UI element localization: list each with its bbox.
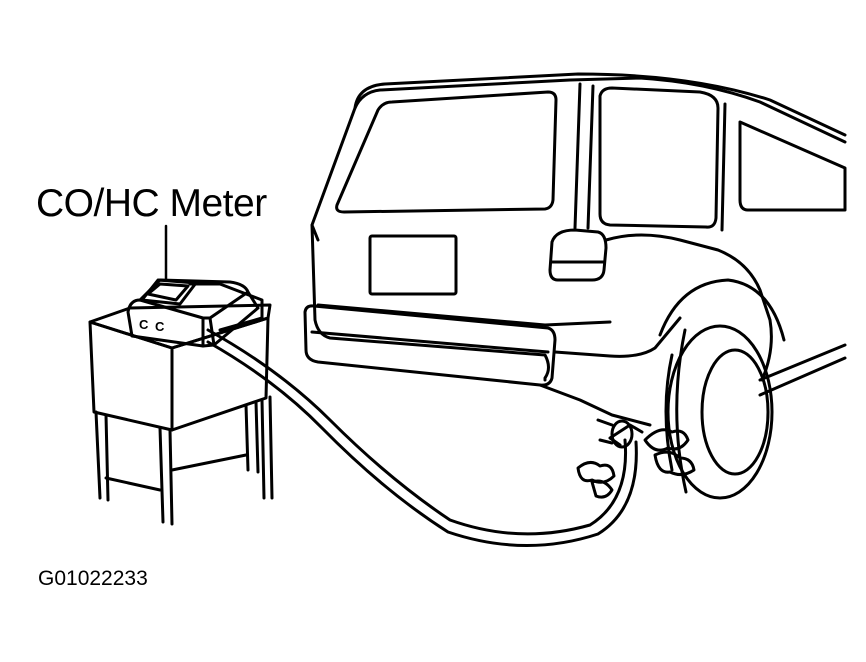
stand-side: [170, 316, 270, 432]
vehicle-roof: [353, 72, 847, 137]
tail-light: [548, 228, 608, 282]
rear-hatch-window-left: [335, 90, 558, 214]
sample-hose: [206, 328, 644, 548]
quarter-panel: [604, 233, 773, 382]
rear-bumper: [303, 304, 557, 387]
hose-inner: [206, 340, 638, 548]
hatch-lower-edge: [316, 303, 612, 327]
hose-probe: [608, 423, 644, 447]
stand-leg-front-right: [158, 426, 174, 526]
wheel-arch: [658, 278, 786, 342]
side-window: [738, 120, 847, 212]
figure-id: G01022233: [38, 567, 148, 590]
tailpipe-assembly: [576, 418, 696, 499]
stand-rails: [104, 453, 248, 492]
pillar-lines: [573, 82, 727, 232]
tailpipe: [610, 419, 634, 449]
stand-leg-back-mid: [260, 395, 274, 500]
vehicle: [303, 72, 847, 500]
bumper-crease: [310, 330, 550, 354]
underbody: [538, 383, 652, 427]
exhaust-puff-1: [643, 428, 690, 452]
exhaust-puff-2: [653, 450, 696, 477]
exhaust-puff-4: [590, 479, 614, 499]
license-plate-recess: [368, 234, 458, 296]
stand-front: [88, 320, 174, 432]
tailpipe-tube: [596, 418, 614, 445]
hose-outer: [206, 328, 628, 536]
co-hc-meter: [126, 278, 264, 348]
meter-body-front: [126, 298, 205, 348]
meter-body-side: [201, 290, 260, 348]
meter-label: CO/HC Meter: [36, 182, 267, 225]
rear-window-right: [598, 86, 720, 229]
meter-stand: [88, 303, 274, 526]
rear-tire-inner: [700, 348, 770, 476]
meter-button-right: C: [155, 319, 165, 334]
vehicle-body-outline: [310, 76, 847, 382]
stand-leg-front-left: [94, 410, 110, 502]
meter-button-left: C: [139, 317, 149, 332]
body-side-lower: [553, 316, 847, 397]
rear-tire: [666, 324, 774, 500]
meter-connector: [188, 282, 264, 332]
exhaust-puff-3: [576, 461, 616, 484]
stand-leg-back-right: [244, 400, 260, 474]
meter-display: [146, 282, 190, 302]
